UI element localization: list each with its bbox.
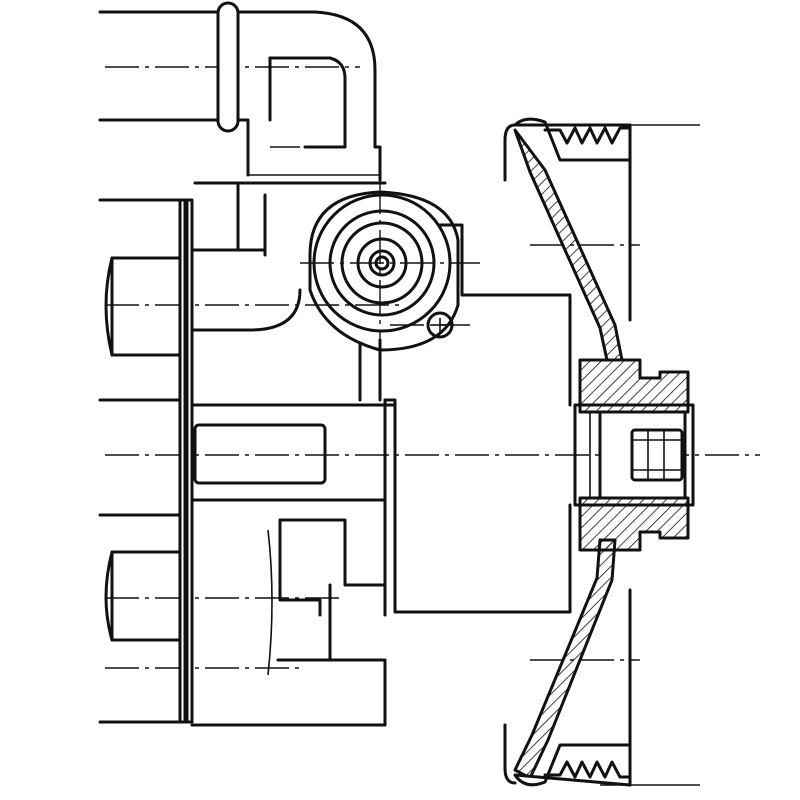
outlet-pipe-elbow <box>98 10 382 182</box>
pipe-clamp <box>216 1 240 133</box>
centerlines <box>105 66 760 786</box>
front-cover <box>383 293 572 614</box>
drive-pulley <box>503 117 632 787</box>
mounting-flange <box>178 198 194 724</box>
pressure-port-fitting <box>308 190 464 352</box>
mounting-bolt-upper <box>98 198 182 402</box>
pulley-hub <box>573 358 695 552</box>
drive-shaft <box>589 410 687 500</box>
pump-housing <box>190 181 397 727</box>
mounting-bolt-lower <box>98 513 273 724</box>
